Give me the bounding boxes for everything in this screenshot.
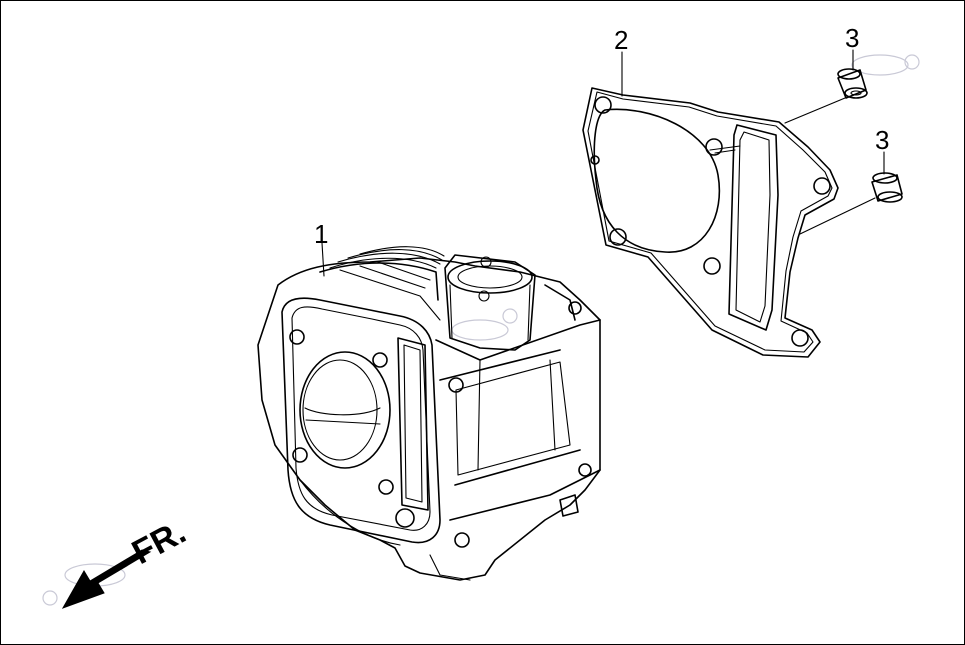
arrow-down-left-icon	[61, 549, 152, 609]
dowel-pin-lower	[871, 172, 903, 203]
callout-gasket: 2	[614, 25, 628, 55]
gasket-part	[582, 87, 839, 358]
front-direction-label: FR.	[126, 513, 192, 572]
cylinder-part	[257, 246, 601, 581]
leader-lines	[321, 49, 885, 277]
callout-dowel-lower: 3	[875, 125, 889, 155]
dowel-pin-upper	[837, 68, 868, 99]
callout-cylinder: 1	[314, 219, 328, 249]
callout-dowel-upper: 3	[845, 23, 859, 53]
